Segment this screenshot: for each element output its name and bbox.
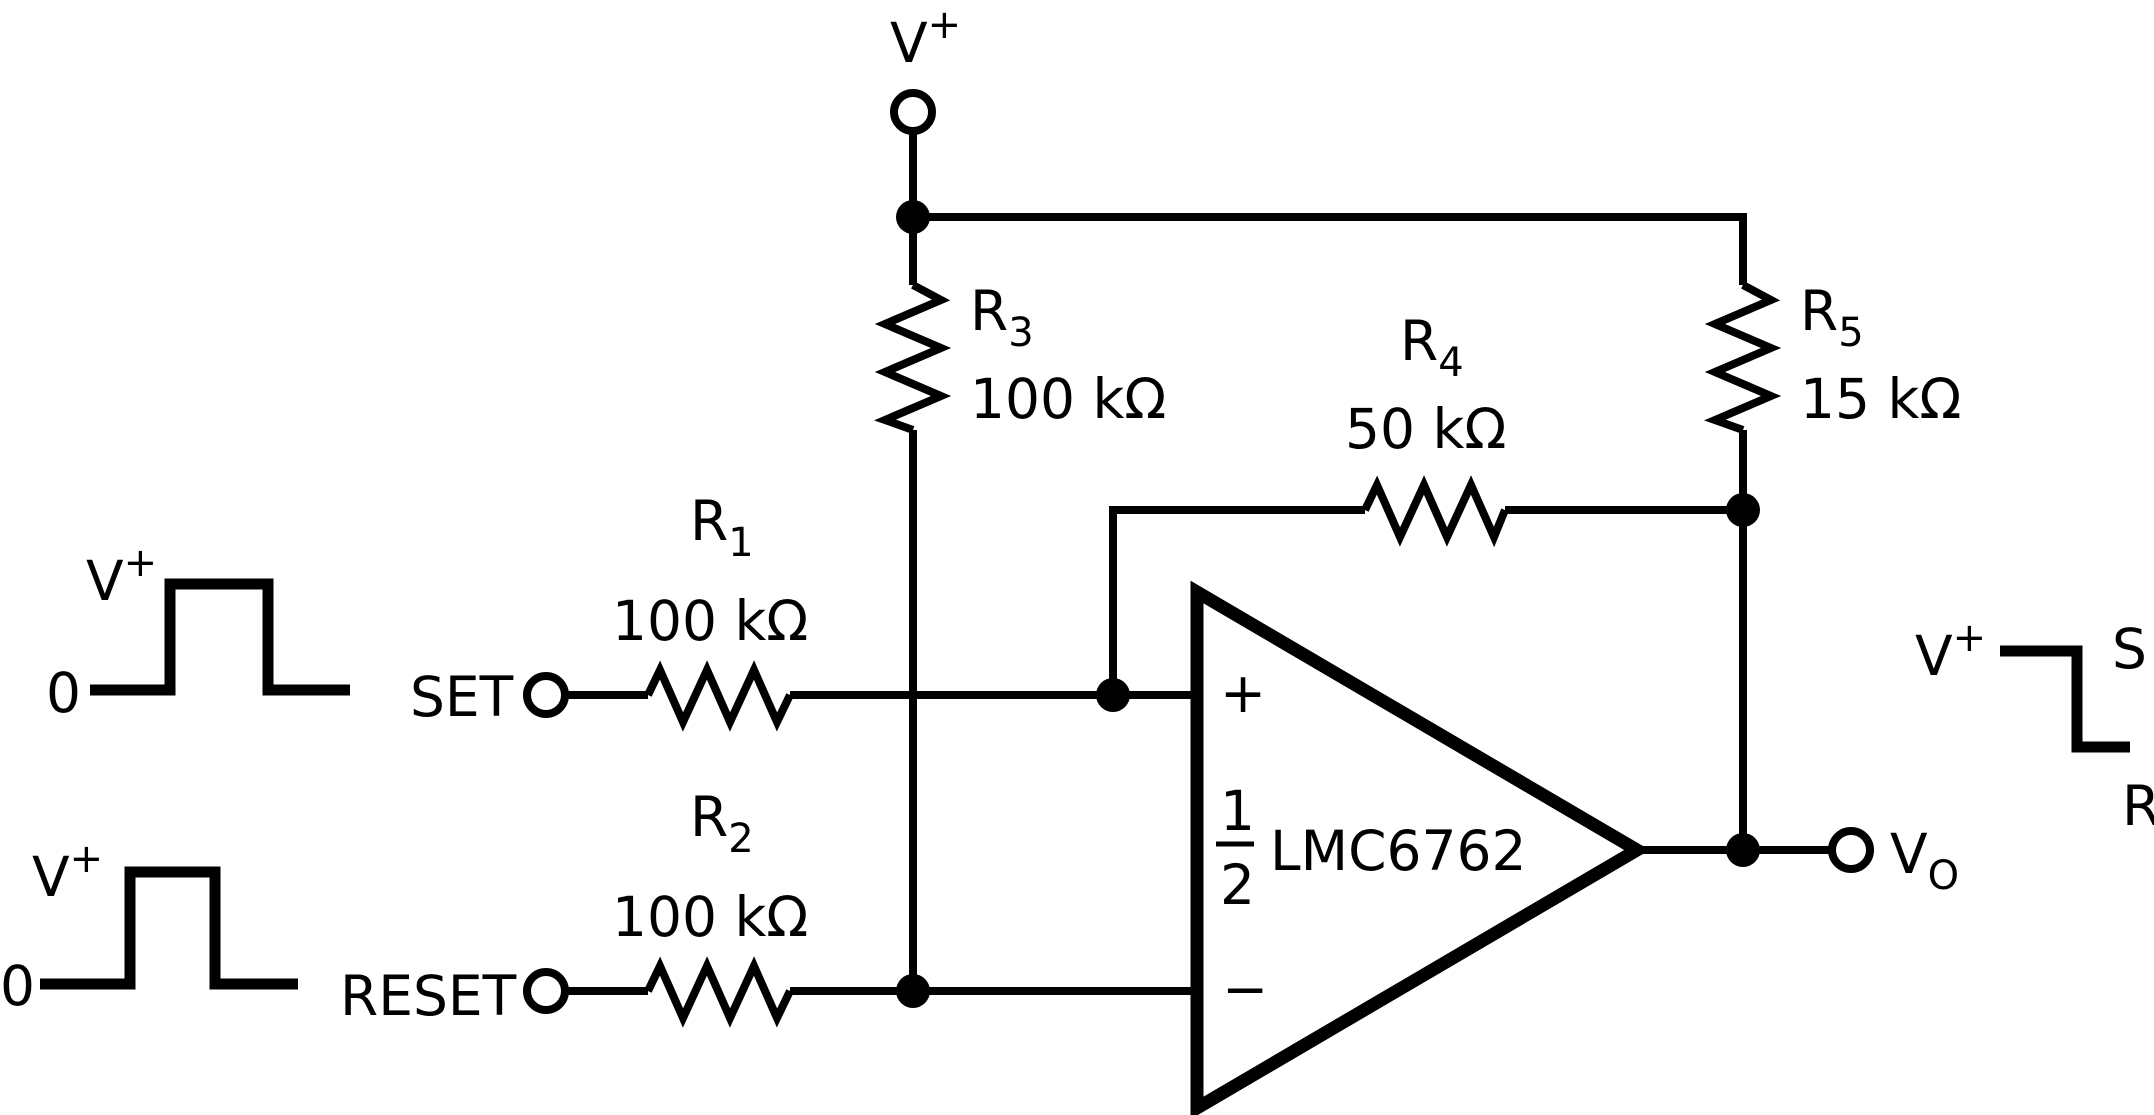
reset-wave-low-label: 0 xyxy=(0,954,35,1018)
r3-value: 100 kΩ xyxy=(970,367,1166,431)
waveform-output-step xyxy=(2000,645,2130,753)
junction-r4-r5 xyxy=(1726,493,1760,527)
opamp-part-number: LMC6762 xyxy=(1270,819,1526,883)
r2-name: R2 xyxy=(690,785,754,862)
set-label: SET xyxy=(410,665,514,729)
r5-name: R5 xyxy=(1800,279,1864,356)
r1-value: 100 kΩ xyxy=(612,589,808,653)
wire-top-rail xyxy=(913,213,1747,285)
resistor-r4 xyxy=(1361,475,1509,548)
opamp-fraction-numerator: 1 xyxy=(1220,779,1255,843)
opamp-fraction: 1 2 xyxy=(1216,779,1255,917)
junction-noninverting xyxy=(1096,678,1130,712)
waveform-set-pulse xyxy=(90,578,350,696)
r4-name: R4 xyxy=(1400,309,1464,386)
output-state-reset-label: R xyxy=(2122,774,2154,838)
output-wave-high-label: V+ xyxy=(1915,615,1986,688)
terminal-set xyxy=(523,672,569,718)
resistor-r5 xyxy=(1704,281,1782,434)
resistors xyxy=(644,281,1782,1028)
output-state-set-label: S xyxy=(2112,617,2147,681)
terminal-output xyxy=(1828,827,1874,873)
terminal-supply xyxy=(890,89,936,135)
resistor-r1 xyxy=(644,660,794,732)
reset-label: RESET xyxy=(340,964,517,1028)
supply-label: V+ xyxy=(890,2,961,75)
junction-output xyxy=(1726,833,1760,867)
opamp-fraction-denominator: 2 xyxy=(1220,853,1255,917)
wires xyxy=(564,131,1832,995)
junctions xyxy=(896,200,1760,1008)
opamp-minus-sign: − xyxy=(1222,957,1268,1021)
terminals xyxy=(523,89,1874,1014)
junction-top-rail xyxy=(896,200,930,234)
opamp-triangle xyxy=(1190,580,1650,1115)
resistor-r2 xyxy=(644,956,794,1028)
r1-name: R1 xyxy=(690,489,754,566)
set-wave-low-label: 0 xyxy=(46,661,81,725)
wire-r4-left xyxy=(1109,506,1365,695)
resistor-r3 xyxy=(874,281,952,434)
r4-value: 50 kΩ xyxy=(1345,397,1506,461)
junction-inverting xyxy=(896,974,930,1008)
reset-wave-high-label: V+ xyxy=(32,836,103,909)
opamp-plus-sign: + xyxy=(1220,661,1266,725)
r2-value: 100 kΩ xyxy=(612,885,808,949)
r3-name: R3 xyxy=(970,279,1034,356)
waveform-reset-pulse xyxy=(40,866,298,990)
set-wave-high-label: V+ xyxy=(86,540,157,613)
r5-value: 15 kΩ xyxy=(1800,367,1961,431)
output-label: VO xyxy=(1890,822,1959,899)
terminal-reset xyxy=(523,968,569,1014)
